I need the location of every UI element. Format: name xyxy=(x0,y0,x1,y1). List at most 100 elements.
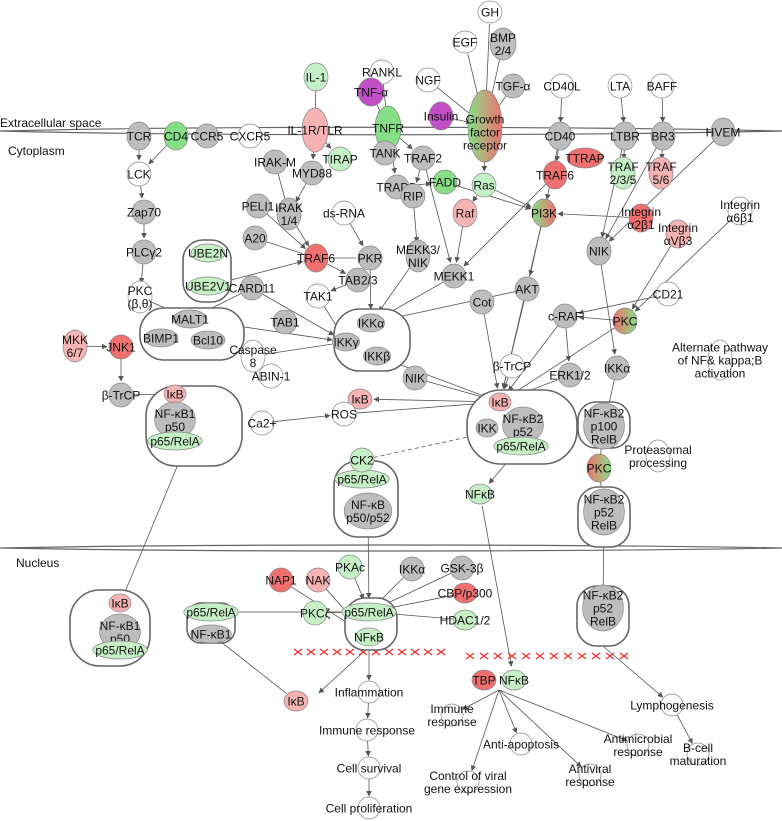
ikkb-node[interactable] xyxy=(363,346,391,366)
ikb3-node[interactable] xyxy=(108,593,132,613)
plcg2-node[interactable]: PLCγ2 xyxy=(126,239,162,265)
btrcp2-node[interactable]: β-TrCP xyxy=(493,353,531,379)
tak1-node[interactable]: TAK1 xyxy=(303,283,333,309)
pi3k-node[interactable]: PI3K xyxy=(531,198,557,228)
nak-node[interactable]: NAK xyxy=(305,567,331,593)
raf-node[interactable]: Raf xyxy=(452,198,478,228)
nfkb2_p52relb2-node[interactable] xyxy=(582,584,624,632)
insulin-node[interactable]: Insulin xyxy=(424,101,459,131)
tbp-node[interactable]: TBP xyxy=(471,669,497,691)
immune_response-outcome[interactable]: Immune response xyxy=(319,718,415,742)
ikb_mid-node[interactable]: IκB xyxy=(347,388,373,410)
pkc_bt-node[interactable]: PKC(β,θ) xyxy=(128,280,153,314)
pkc1-node[interactable]: PKC xyxy=(612,307,638,335)
anti_apoptosis-outcome[interactable]: Anti-apoptosis xyxy=(483,732,559,756)
nik1-node[interactable]: NIK xyxy=(586,236,612,266)
malt1-node[interactable] xyxy=(172,309,208,329)
lck-node[interactable]: LCK xyxy=(126,161,152,187)
myd88-node[interactable]: MYD88 xyxy=(292,160,332,186)
tnfr-node[interactable]: TNFR xyxy=(372,105,404,151)
lta-node[interactable]: LTA xyxy=(607,73,633,99)
ngf-node[interactable]: NGF xyxy=(415,67,441,93)
hvem-node[interactable]: HVEM xyxy=(706,117,741,147)
br3-node[interactable]: BR3 xyxy=(650,121,676,151)
p65rela_a-node[interactable] xyxy=(147,431,203,451)
cell_proliferation-outcome[interactable]: Cell proliferation xyxy=(326,796,413,820)
btrcp1-node[interactable]: β-TrCP xyxy=(102,382,140,408)
zap70-node[interactable]: Zap70 xyxy=(127,199,161,225)
cxcr5-node[interactable]: CXCR5 xyxy=(230,123,271,149)
cd4-node[interactable]: CD4 xyxy=(163,121,189,151)
nfkb2_p100-node[interactable] xyxy=(583,402,625,450)
tirap-node[interactable]: TIRAP xyxy=(322,146,358,172)
gh-node[interactable]: GH xyxy=(477,0,503,24)
tcr-node[interactable]: TCR xyxy=(126,121,152,151)
cd40l-node[interactable]: CD40L xyxy=(543,73,581,99)
rip-node[interactable]: RIP xyxy=(400,183,426,209)
inflammation-outcome[interactable]: Inflammation xyxy=(335,680,404,704)
pkc2-node[interactable]: PKC xyxy=(586,453,612,483)
ube2v1-node[interactable] xyxy=(187,276,229,296)
ccr5-node[interactable]: CCR5 xyxy=(191,123,224,149)
ck2-node[interactable]: CK2 xyxy=(349,447,375,473)
bcl10-node[interactable] xyxy=(190,330,226,350)
ikkg-node[interactable] xyxy=(332,332,360,352)
ikb4-node[interactable]: IκB xyxy=(283,690,309,712)
abin1-node[interactable]: ABIN-1 xyxy=(252,363,291,389)
card11-node[interactable]: CARD11 xyxy=(229,275,276,301)
nfkb1c-node[interactable] xyxy=(190,624,232,644)
baff-node[interactable]: BAFF xyxy=(647,73,678,99)
pkac-node[interactable]: PKAc xyxy=(335,554,365,580)
tab1-node[interactable]: TAB1 xyxy=(270,309,300,335)
ras-node[interactable]: Ras xyxy=(471,172,497,198)
nfkb_tbp-node[interactable]: NFκB xyxy=(499,669,529,691)
erk12-node[interactable]: ERK1/2 xyxy=(549,362,591,388)
ca2-node[interactable]: Ca2+ xyxy=(247,410,277,436)
nap1-node[interactable]: NAP1 xyxy=(265,567,297,593)
ttrap-node[interactable]: TTRAP xyxy=(565,147,605,169)
ikb2-node[interactable] xyxy=(488,392,512,412)
irakm-node[interactable]: IRAK-M xyxy=(254,149,296,175)
pkcz-node[interactable]: PKCζ xyxy=(300,600,331,626)
fadd-node[interactable]: FADD xyxy=(429,169,461,195)
dsrna-node[interactable]: ds-RNA xyxy=(323,200,365,226)
akt-node[interactable]: AKT xyxy=(514,276,540,302)
nfkb2_p52relb1-node[interactable] xyxy=(583,488,625,536)
il1r-node[interactable]: IL-1R/TLR xyxy=(287,107,343,153)
ikka3-node[interactable]: IKKα xyxy=(399,556,425,582)
mekk3-node[interactable]: MEKK3/NIK xyxy=(396,239,441,273)
nfkb_p50p52-node[interactable] xyxy=(343,492,393,530)
tgfa-node[interactable]: TGF-α xyxy=(496,73,531,99)
ube2n-node[interactable] xyxy=(190,243,226,263)
cd40-node[interactable]: CD40 xyxy=(545,121,576,151)
hdac-node[interactable]: HDAC1/2 xyxy=(440,609,491,631)
cd21-node[interactable]: CD21 xyxy=(653,281,684,307)
p65rela_e-node[interactable] xyxy=(183,602,239,622)
ikka1-node[interactable] xyxy=(357,313,385,333)
p65rela_b-node[interactable] xyxy=(493,436,549,456)
jnk1-node[interactable]: JNK1 xyxy=(106,334,136,360)
ikk-node[interactable] xyxy=(475,418,499,438)
peli1-node[interactable]: PELI1 xyxy=(242,193,275,219)
pkr-node[interactable]: PKR xyxy=(357,245,383,271)
rankl-node[interactable]: RANKL xyxy=(362,59,402,85)
traf6b-node[interactable]: TRAF6 xyxy=(297,243,335,273)
tank-node[interactable]: TANK xyxy=(369,140,401,166)
nfkb_small-node[interactable]: NFκB xyxy=(465,483,495,505)
traf6a-node[interactable]: TRAF6 xyxy=(536,160,574,190)
ros-node[interactable]: ROS xyxy=(331,401,357,427)
cbp-node[interactable]: CBP/p300 xyxy=(438,582,493,604)
